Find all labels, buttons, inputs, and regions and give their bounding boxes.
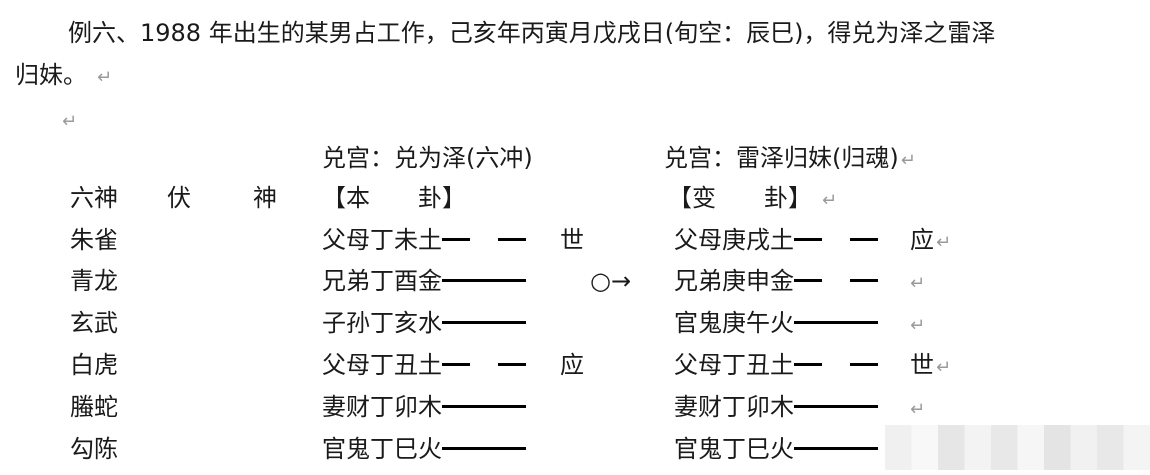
liushen-text: 青龙 <box>70 267 118 295</box>
liushen-cell: 白虎 <box>70 350 118 380</box>
bian-gua-yao: 父母丁丑土 <box>674 350 878 380</box>
liushen-cell: 朱雀 <box>70 225 118 255</box>
yang-line-icon <box>442 446 526 450</box>
yang-line-icon <box>794 320 878 324</box>
ben-gua-palace-text: 兑宫：兑为泽(六冲) <box>322 144 533 172</box>
bian-gua-palace-text: 兑宫：雷泽归妹(归魂) <box>664 144 899 172</box>
yin-line-icon <box>442 362 526 366</box>
bian-gua-yao: 官鬼庚午火 <box>674 308 878 338</box>
yao-text: 子孙丁亥水 <box>322 309 442 337</box>
yin-line-icon <box>794 362 878 366</box>
paragraph-return-icon: ↵ <box>910 399 926 420</box>
col-header-fushen-2: 神 <box>253 184 277 212</box>
yang-line-icon <box>794 446 878 450</box>
yao-text: 妻财丁卯木 <box>322 393 442 421</box>
ben-gua-yao: 妻财丁卯木 <box>322 392 526 422</box>
paragraph-return-icon: ↵ <box>900 150 916 171</box>
intro-paragraph-line2: 归妹。 ↵ <box>15 60 112 93</box>
paragraph-return-icon: ↵ <box>97 67 113 88</box>
paragraph-return-icon: ↵ <box>936 357 952 378</box>
yang-line-icon <box>442 320 526 324</box>
yao-text: 父母丁丑土 <box>674 351 794 379</box>
ben-mark-text: 世 <box>560 226 584 254</box>
shi-ying-marker: 世↵ <box>910 350 951 383</box>
yin-line-icon <box>794 237 878 241</box>
return-mark-cell: ↵ <box>910 266 925 299</box>
liushen-text: 螣蛇 <box>70 393 118 421</box>
ben-mark-text: 应 <box>560 351 584 379</box>
col-header-biangua-text: 【变 卦】 <box>668 184 812 212</box>
ben-gua-yao: 父母丁未土 <box>322 225 526 255</box>
col-header-liushen: 六神 <box>70 184 118 212</box>
empty-paragraph: ↵ <box>62 104 77 137</box>
bian-gua-yao: 兄弟庚申金 <box>674 266 878 296</box>
col-header-fushen-1: 伏 <box>167 184 191 212</box>
ben-gua-yao: 兄弟丁酉金 <box>322 266 526 296</box>
liushen-text: 勾陈 <box>70 435 118 463</box>
bian-gua-palace-title: 兑宫：雷泽归妹(归魂)↵ <box>664 143 916 176</box>
bian-gua-yao: 父母庚戌土 <box>674 225 878 255</box>
bian-mark-text: 世 <box>910 351 934 379</box>
liushen-cell: 螣蛇 <box>70 392 118 422</box>
moving-line-marker: ○→ <box>590 266 631 296</box>
yao-text: 官鬼庚午火 <box>674 309 794 337</box>
yang-line-icon <box>442 278 526 282</box>
shi-ying-marker: 应↵ <box>910 225 951 258</box>
liushen-cell: 玄武 <box>70 308 118 338</box>
return-mark-cell: ↵ <box>910 308 925 341</box>
bian-mark-text: 应 <box>910 226 934 254</box>
paragraph-return-icon: ↵ <box>910 273 926 294</box>
ben-gua-yao: 父母丁丑土 <box>322 350 526 380</box>
bian-gua-yao: 妻财丁卯木 <box>674 392 878 422</box>
liushen-text: 白虎 <box>70 351 118 379</box>
shi-ying-marker: 世 <box>560 225 584 255</box>
shi-ying-marker: 应 <box>560 350 584 380</box>
return-mark-cell: ↵ <box>910 392 925 425</box>
yao-text: 兄弟庚申金 <box>674 267 794 295</box>
col-header-bengua: 【本 卦】 <box>322 184 466 212</box>
yao-text: 兄弟丁酉金 <box>322 267 442 295</box>
paragraph-return-icon: ↵ <box>62 111 78 132</box>
ben-gua-palace-title: 兑宫：兑为泽(六冲) <box>322 143 533 173</box>
intro-text-line2: 归妹。 <box>15 61 87 89</box>
yao-text: 官鬼丁巳火 <box>674 435 794 463</box>
liushen-text: 玄武 <box>70 309 118 337</box>
intro-text-line1: 例六、1988 年出生的某男占工作，己亥年丙寅月戊戌日(旬空：辰巳)，得兑为泽之… <box>68 19 996 47</box>
liushen-text: 朱雀 <box>70 226 118 254</box>
paragraph-return-icon: ↵ <box>910 315 926 336</box>
yao-text: 官鬼丁巳火 <box>322 435 442 463</box>
paragraph-return-icon: ↵ <box>936 232 952 253</box>
bian-gua-yao: 官鬼丁巳火 <box>674 434 878 464</box>
ben-mark-text: ○→ <box>590 267 632 295</box>
yao-text: 父母丁丑土 <box>322 351 442 379</box>
yang-line-icon <box>794 404 878 408</box>
col-header-biangua: 【变 卦】 ↵ <box>668 183 837 216</box>
intro-paragraph-line1: 例六、1988 年出生的某男占工作，己亥年丙寅月戊戌日(旬空：辰巳)，得兑为泽之… <box>68 18 995 48</box>
liushen-cell: 勾陈 <box>70 434 118 464</box>
ben-gua-yao: 子孙丁亥水 <box>322 308 526 338</box>
yao-text: 父母丁未土 <box>322 226 442 254</box>
pixelated-watermark <box>885 425 1150 470</box>
liushen-cell: 青龙 <box>70 266 118 296</box>
yin-line-icon <box>442 237 526 241</box>
yang-line-icon <box>442 404 526 408</box>
paragraph-return-icon: ↵ <box>822 190 838 211</box>
yao-text: 父母庚戌土 <box>674 226 794 254</box>
yao-text: 妻财丁卯木 <box>674 393 794 421</box>
yin-line-icon <box>794 278 878 282</box>
ben-gua-yao: 官鬼丁巳火 <box>322 434 526 464</box>
